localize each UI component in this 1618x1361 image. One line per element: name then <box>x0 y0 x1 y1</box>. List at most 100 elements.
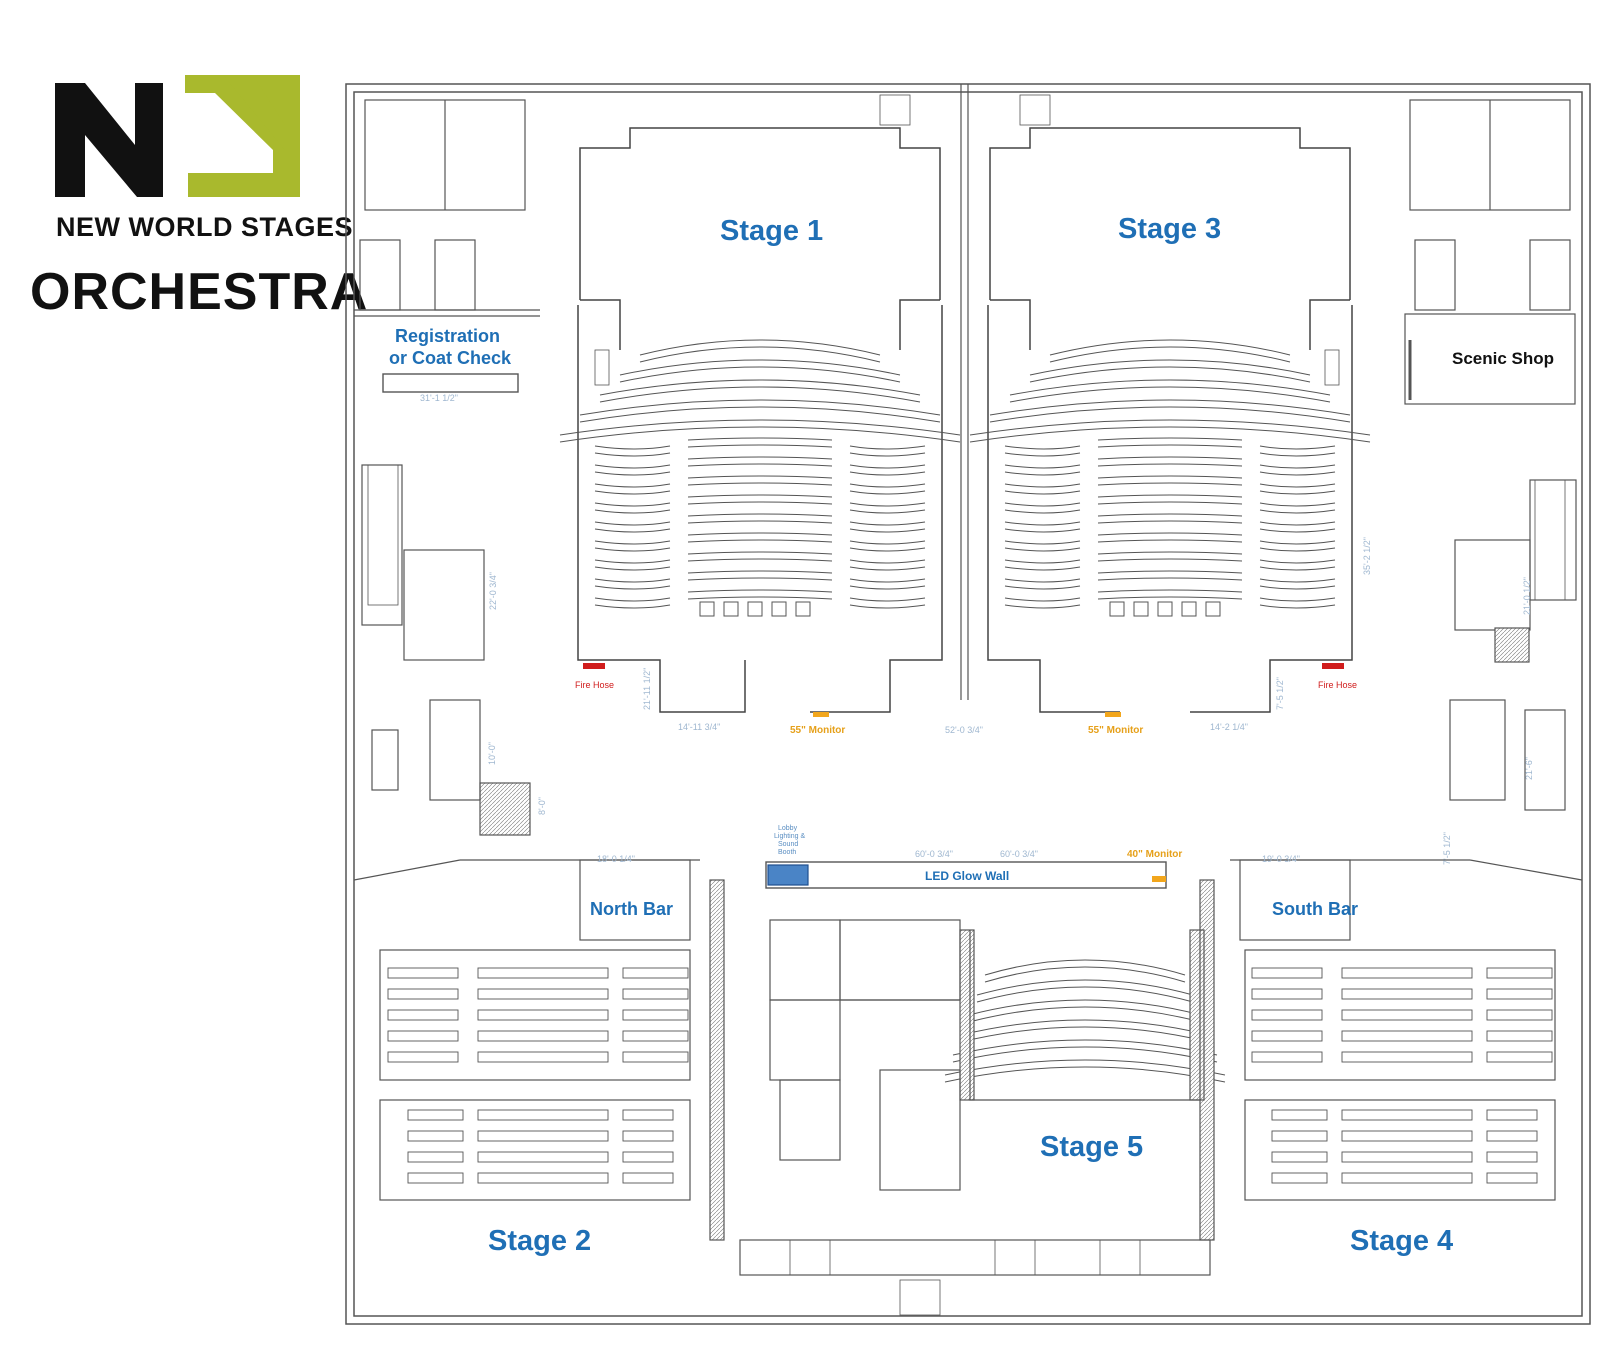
seat-row <box>1259 540 1336 545</box>
seat-row <box>687 475 833 479</box>
stage-2-label: Stage 2 <box>488 1225 591 1257</box>
seat-row <box>594 585 671 590</box>
seat-row <box>1251 1030 1323 1042</box>
seat-row <box>407 1151 464 1163</box>
seat-row <box>622 1130 674 1142</box>
seat-row <box>1097 482 1243 486</box>
seat-row <box>687 437 833 441</box>
accessible-seat <box>771 601 787 617</box>
seat-row <box>849 585 926 590</box>
seat-row <box>849 604 926 609</box>
seat-row <box>687 532 833 536</box>
seat-row <box>407 1130 464 1142</box>
seat-row <box>1341 967 1473 979</box>
seat-row <box>594 604 671 609</box>
dimension-label: 60'-0 3/4" <box>1000 849 1038 859</box>
seat-row <box>622 1151 674 1163</box>
seat-row <box>849 471 926 476</box>
seat-row <box>976 979 1194 996</box>
seat-row <box>849 464 926 469</box>
seat-row <box>1341 988 1473 1000</box>
seat-row <box>687 513 833 517</box>
seat-row <box>687 558 833 562</box>
monitor-40-label: 40" Monitor <box>1127 849 1182 860</box>
seat-row <box>1029 366 1311 383</box>
dimension-label: 19'-0 3/4" <box>1262 854 1300 864</box>
dimension-label: 52'-0 3/4" <box>945 725 983 735</box>
seat-row <box>1097 513 1243 517</box>
seat-row <box>1004 452 1081 457</box>
seat-row <box>1097 437 1243 441</box>
seat-row <box>1259 502 1336 507</box>
seat-row <box>1259 483 1336 488</box>
seat-row <box>1004 490 1081 495</box>
dimension-label: 21'-11 1/2" <box>642 668 652 710</box>
seat-row <box>1097 532 1243 536</box>
registration-label-line1: Registration <box>395 326 500 346</box>
seat-row <box>477 967 609 979</box>
seat-row <box>849 528 926 533</box>
seat-row <box>477 1030 609 1042</box>
accessible-seat <box>1109 601 1125 617</box>
seat-row <box>687 539 833 543</box>
seat-row <box>594 566 671 571</box>
seat-row <box>984 966 1186 983</box>
seat-row <box>687 463 833 467</box>
seat-row <box>619 359 901 376</box>
seat-row <box>622 1109 674 1121</box>
accessible-seat <box>747 601 763 617</box>
seat-row <box>1097 596 1243 600</box>
seat-row <box>594 578 671 583</box>
seat-row <box>1004 566 1081 571</box>
seat-row <box>477 1051 609 1063</box>
monitor-55-marker-right <box>1105 712 1121 717</box>
seat-row <box>407 1109 464 1121</box>
seat-row <box>639 346 881 363</box>
led-glow-wall-label: LED Glow Wall <box>925 869 1009 883</box>
stage-3-label: Stage 3 <box>1118 213 1221 245</box>
brand-name: NEW WORLD STAGES <box>56 212 353 242</box>
seat-row <box>968 1006 1202 1023</box>
seat-row <box>387 1030 459 1042</box>
seat-row <box>1259 597 1336 602</box>
stage-3-walls <box>987 127 1353 713</box>
seat-row <box>944 1059 1226 1076</box>
seat-row <box>622 1009 689 1021</box>
seat-row <box>1004 464 1081 469</box>
seat-row <box>594 540 671 545</box>
seat-row <box>1097 463 1243 467</box>
fire-hose-marker-left <box>583 663 605 669</box>
seat-row <box>687 596 833 600</box>
seat-row <box>387 1051 459 1063</box>
seat-row <box>952 1046 1218 1063</box>
seat-row <box>687 482 833 486</box>
registration-label-line2: or Coat Check <box>389 348 512 368</box>
stage-5-seating <box>944 959 1226 1083</box>
seat-row <box>849 490 926 495</box>
seat-row <box>1004 597 1081 602</box>
seat-row <box>579 406 941 423</box>
seat-row <box>1004 578 1081 583</box>
seat-row <box>1097 577 1243 581</box>
monitor-55-label-right: 55" Monitor <box>1088 725 1143 736</box>
seat-row <box>1486 1030 1553 1042</box>
seat-row <box>1259 578 1336 583</box>
seat-row <box>1486 1009 1553 1021</box>
monitor-55-marker-left <box>813 712 829 717</box>
seat-row <box>594 445 671 450</box>
seat-row <box>594 547 671 552</box>
seat-row <box>849 483 926 488</box>
seat-row <box>1004 547 1081 552</box>
seat-row <box>594 521 671 526</box>
seat-row <box>599 386 921 403</box>
seat-row <box>1097 551 1243 555</box>
seat-row <box>1097 444 1243 448</box>
seat-row <box>1486 967 1553 979</box>
stage-1-seating <box>559 339 961 617</box>
seat-row <box>1341 1151 1473 1163</box>
dimension-label: 21'-6" <box>1524 757 1534 780</box>
seat-row <box>1097 456 1243 460</box>
seat-row <box>1486 1151 1538 1163</box>
seat-row <box>1271 1109 1328 1121</box>
seat-row <box>1251 1009 1323 1021</box>
